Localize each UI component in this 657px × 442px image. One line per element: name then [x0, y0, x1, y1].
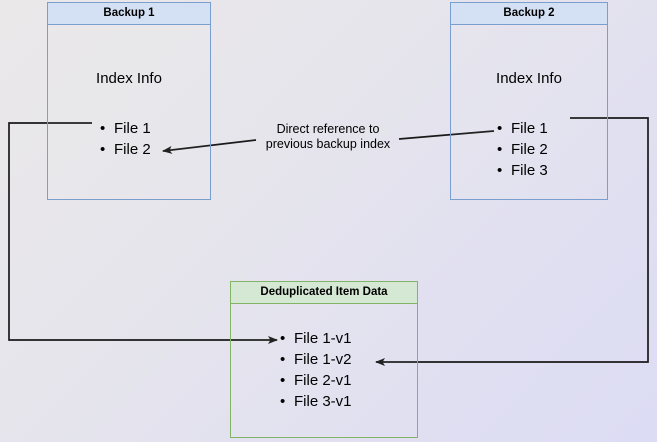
list-item[interactable]: File 1 — [100, 118, 151, 139]
backup-2-index-label: Index Info — [496, 70, 562, 87]
dedup-file-list: File 1-v1 File 1-v2 File 2-v1 File 3-v1 — [280, 328, 352, 412]
edge-label-leader-right — [398, 130, 495, 140]
list-item[interactable]: File 3-v1 — [280, 391, 352, 412]
list-item[interactable]: File 2 — [100, 139, 151, 160]
edge-backup1-to-dedup — [8, 122, 278, 344]
node-dedup-body: File 1-v1 File 1-v2 File 2-v1 File 3-v1 — [231, 304, 417, 437]
list-item[interactable]: File 1 — [497, 118, 548, 139]
node-backup-1-header: Backup 1 — [48, 3, 210, 25]
backup-1-file-list: File 1 File 2 — [100, 118, 151, 160]
node-backup-2-body: Index Info File 1 File 2 File 3 — [451, 25, 607, 199]
list-item[interactable]: File 2-v1 — [280, 370, 352, 391]
node-backup-2[interactable]: Backup 2 Index Info File 1 File 2 File 3 — [450, 2, 608, 200]
backup-1-index-label: Index Info — [96, 70, 162, 87]
list-item[interactable]: File 1-v1 — [280, 328, 352, 349]
list-item[interactable]: File 2 — [497, 139, 548, 160]
node-backup-1[interactable]: Backup 1 Index Info File 1 File 2 — [47, 2, 211, 200]
backup-2-file-list: File 1 File 2 File 3 — [497, 118, 548, 181]
node-dedup-header: Deduplicated Item Data — [231, 282, 417, 304]
list-item[interactable]: File 3 — [497, 160, 548, 181]
list-item[interactable]: File 1-v2 — [280, 349, 352, 370]
edge-backup2-to-dedup — [375, 117, 649, 366]
node-deduplicated-item-data[interactable]: Deduplicated Item Data File 1-v1 File 1-… — [230, 281, 418, 438]
node-backup-1-body: Index Info File 1 File 2 — [48, 25, 210, 199]
edge-direct-reference-arrow — [162, 139, 257, 154]
node-backup-2-header: Backup 2 — [451, 3, 607, 25]
edge-label-direct-reference: Direct reference to previous backup inde… — [265, 122, 391, 151]
